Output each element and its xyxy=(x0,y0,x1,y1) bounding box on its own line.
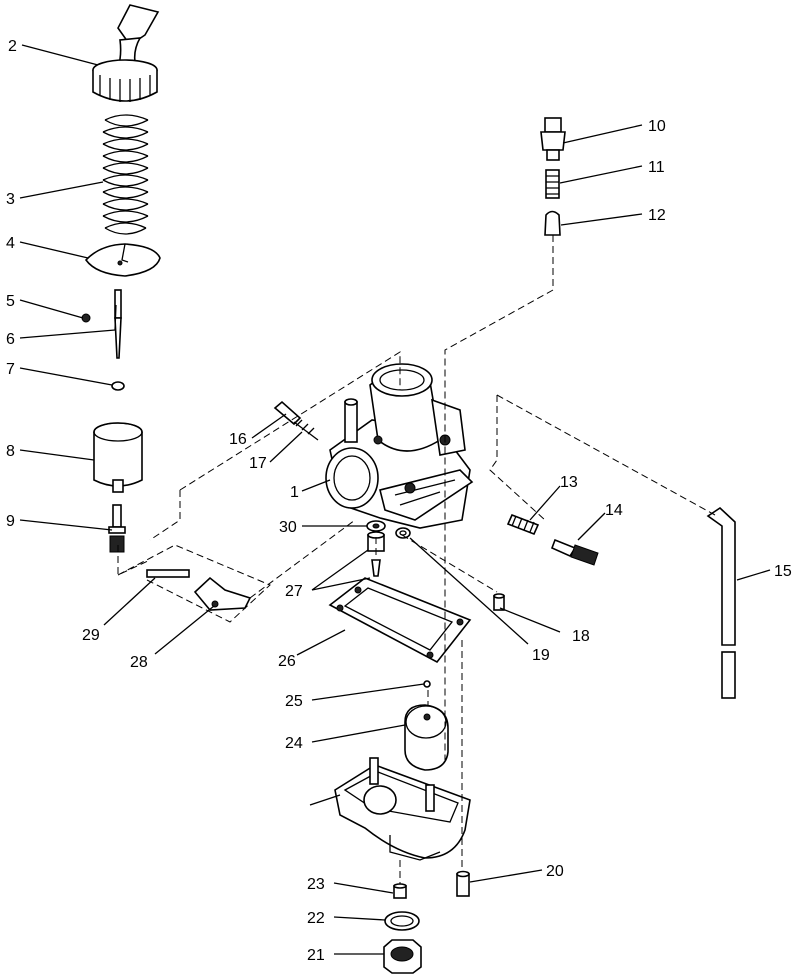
part-1-carburetor-body xyxy=(325,363,474,529)
callout-22: 22 xyxy=(307,910,325,927)
part-24-float xyxy=(404,704,449,771)
callout-9: 9 xyxy=(6,513,15,530)
callout-27: 27 xyxy=(285,583,303,600)
part-13-spring xyxy=(506,513,540,536)
part-7-washer xyxy=(111,381,125,391)
callout-1: 1 xyxy=(290,484,299,501)
part-25-needle-valve xyxy=(423,680,431,688)
callout-20: 20 xyxy=(546,863,564,880)
callout-labels: 2 3 4 5 6 7 8 9 10 11 12 16 17 1 30 13 1… xyxy=(6,38,792,964)
part-12-plunger xyxy=(544,210,561,236)
callout-8: 8 xyxy=(6,443,15,460)
callout-24: 24 xyxy=(285,735,303,752)
part-16-screw xyxy=(273,400,302,426)
callout-29: 29 xyxy=(82,627,100,644)
callout-23: 23 xyxy=(307,876,325,893)
part-21-drain-plug xyxy=(383,939,422,974)
part-3-spring xyxy=(102,114,149,235)
part-5-clip xyxy=(81,313,91,323)
part-17-spring xyxy=(293,419,319,441)
callout-26: 26 xyxy=(278,653,296,670)
part-6-jet-needle xyxy=(114,289,122,359)
part-26-gasket xyxy=(328,577,472,664)
callout-18: 18 xyxy=(572,628,590,645)
callout-10: 10 xyxy=(648,118,666,135)
callout-28: 28 xyxy=(130,654,148,671)
part-2-cap xyxy=(92,4,160,102)
part-14-pilot-screw xyxy=(550,538,599,566)
callout-13: 13 xyxy=(560,474,578,491)
callout-14: 14 xyxy=(605,502,623,519)
part-10-fitting xyxy=(540,117,566,161)
part-22-o-ring xyxy=(384,911,420,931)
part-28-clip xyxy=(193,576,252,611)
callout-19: 19 xyxy=(532,647,550,664)
callout-11: 11 xyxy=(648,159,665,176)
callout-15: 15 xyxy=(774,563,792,580)
part-11-spring xyxy=(545,169,560,199)
part-4-retainer-plate xyxy=(84,243,161,277)
callout-4: 4 xyxy=(6,235,15,252)
callout-7: 7 xyxy=(6,361,15,378)
part-20-screw xyxy=(456,870,470,897)
callout-17: 17 xyxy=(249,455,267,472)
part-15-tube xyxy=(706,506,736,699)
callout-21: 21 xyxy=(307,947,325,964)
part-29-pin xyxy=(146,569,190,578)
assembly-lines xyxy=(117,235,716,884)
callout-2: 2 xyxy=(8,38,17,55)
part-18-screw xyxy=(493,593,505,611)
callout-30: 30 xyxy=(279,519,297,536)
callout-3: 3 xyxy=(6,191,15,208)
part-30-washer xyxy=(366,520,386,532)
leader-lines xyxy=(19,44,771,955)
callout-25: 25 xyxy=(285,693,303,710)
part-19-washer xyxy=(395,527,411,539)
float-bowl xyxy=(334,757,471,861)
callout-6: 6 xyxy=(6,331,15,348)
callout-12: 12 xyxy=(648,207,666,224)
part-9-needle-jet xyxy=(108,504,126,553)
part-8-throttle-slide xyxy=(93,422,143,493)
callout-5: 5 xyxy=(6,293,15,310)
callout-16: 16 xyxy=(229,431,247,448)
part-23-main-jet xyxy=(393,883,407,899)
